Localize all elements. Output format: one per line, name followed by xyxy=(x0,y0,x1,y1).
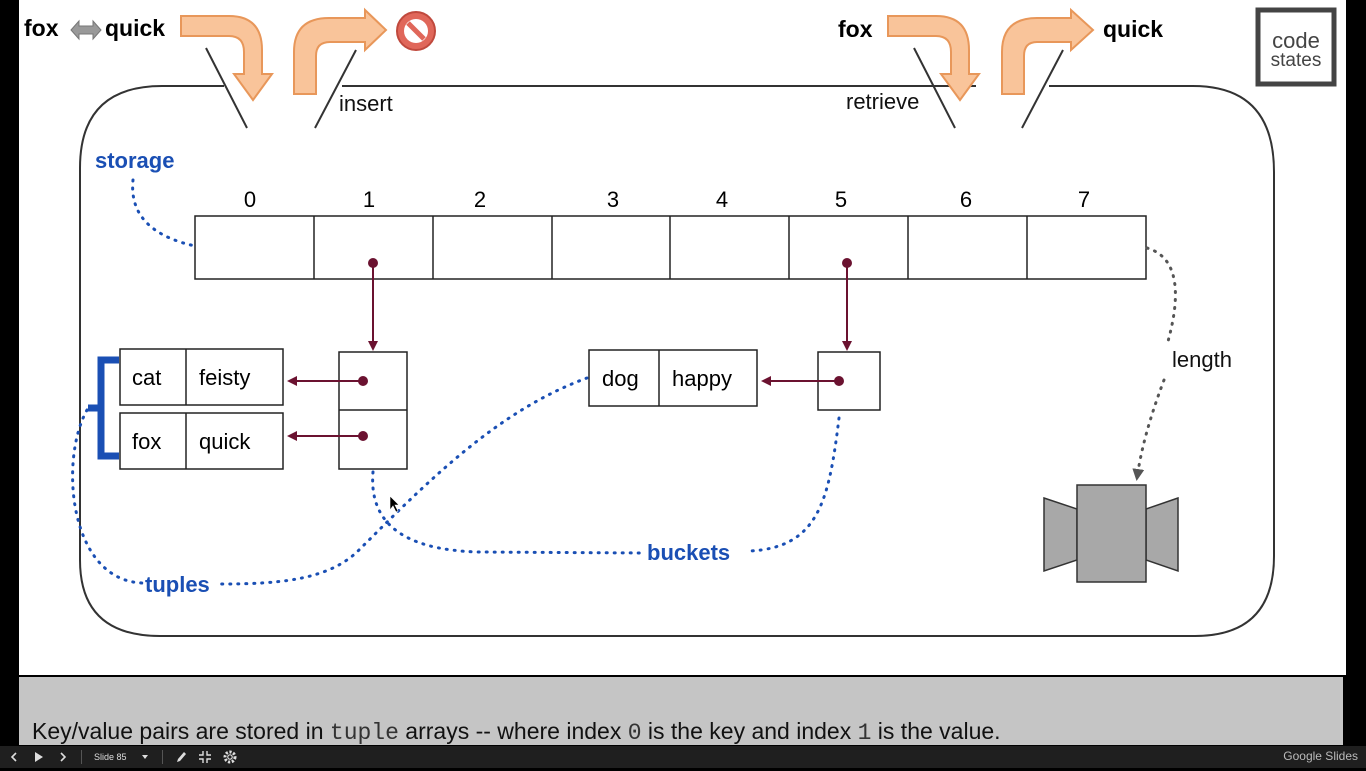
retrieve-up-arrow-icon xyxy=(1001,7,1095,95)
insert-value-text: quick xyxy=(105,15,165,41)
hash-table-boundary xyxy=(79,85,1275,637)
buckets-label: buckets xyxy=(647,540,730,565)
logo-line2: states xyxy=(1271,50,1322,71)
insert-key-text: fox xyxy=(24,15,59,41)
gear-icon[interactable] xyxy=(222,749,238,765)
retrieve-value-text: quick xyxy=(1103,16,1163,42)
tuple-value: quick xyxy=(199,429,251,454)
index-label: 1 xyxy=(363,187,375,212)
index-label: 3 xyxy=(607,187,619,212)
notes-text-part: Key/value pairs are stored in xyxy=(32,718,330,744)
tuple-key: fox xyxy=(132,429,161,454)
storage-indices: 0 1 2 3 4 5 6 7 xyxy=(244,187,1090,212)
insert-down-arrow-icon xyxy=(180,15,274,102)
retrieve-break-left xyxy=(913,47,956,129)
speaker-notes: Key/value pairs are stored in tuple arra… xyxy=(19,677,1343,746)
bucket-index-5 xyxy=(761,351,881,411)
counter-box-icon xyxy=(1043,484,1179,583)
storage-label: storage xyxy=(95,148,174,173)
insert-break-right xyxy=(314,49,357,129)
code-states-logo: code states xyxy=(1255,7,1337,87)
index-label: 0 xyxy=(244,187,256,212)
exit-fullscreen-icon[interactable] xyxy=(198,749,212,765)
logo-line1: code xyxy=(1272,28,1320,53)
bucket-index-1 xyxy=(287,351,408,470)
insert-label: insert xyxy=(339,91,393,116)
retrieve-down-arrow-icon xyxy=(887,15,981,102)
notes-code: tuple xyxy=(329,720,399,746)
tuple-key: dog xyxy=(602,366,639,391)
index-label: 5 xyxy=(835,187,847,212)
tuples-brace xyxy=(88,356,119,460)
retrieve-label: retrieve xyxy=(846,89,919,114)
notes-text-part: arrays -- where index xyxy=(398,718,628,744)
tuple-value: happy xyxy=(672,366,732,391)
tuples-link-left xyxy=(71,408,144,585)
tuple-value: feisty xyxy=(199,365,250,390)
prohibited-icon xyxy=(396,11,436,51)
toolbar-divider xyxy=(81,750,82,764)
index-label: 2 xyxy=(474,187,486,212)
length-label: length xyxy=(1172,347,1232,372)
presentation-toolbar: Slide 85 Google Slides xyxy=(0,746,1366,768)
tuple-fox: fox quick xyxy=(119,412,284,470)
notes-text-part: is the value. xyxy=(871,718,1001,744)
mouse-cursor-icon xyxy=(389,495,400,513)
swap-arrow-icon xyxy=(70,19,102,41)
dropdown-icon[interactable] xyxy=(140,749,150,765)
notes-code: 0 xyxy=(627,720,642,746)
retrieve-break-right xyxy=(1021,49,1064,129)
buckets-link-left xyxy=(371,470,644,555)
prev-icon[interactable] xyxy=(9,749,19,765)
index-label: 7 xyxy=(1078,187,1090,212)
tuple-dog: dog happy xyxy=(588,349,758,407)
notes-code: 1 xyxy=(857,720,872,746)
slide-canvas: fox quick insert fox quick retrieve code… xyxy=(19,0,1346,675)
buckets-link-right xyxy=(747,416,841,553)
storage-array xyxy=(194,215,1147,280)
tuples-label: tuples xyxy=(145,572,210,597)
insert-break-left xyxy=(205,47,248,129)
storage-link xyxy=(131,178,197,248)
tuple-cat: cat feisty xyxy=(119,348,284,406)
length-link xyxy=(1137,246,1177,478)
tuples-link-dog xyxy=(219,376,589,586)
retrieve-key-text: fox xyxy=(838,16,873,42)
hash-table-diagram: fox quick insert fox quick retrieve code… xyxy=(24,7,1337,637)
google-slides-brand: Google Slides xyxy=(1283,749,1358,763)
index-label: 6 xyxy=(960,187,972,212)
notes-text-part: is the key and index xyxy=(641,718,858,744)
play-icon[interactable] xyxy=(33,749,45,765)
notes-text: Key/value pairs are stored in tuple arra… xyxy=(32,718,1001,746)
insert-up-arrow-icon xyxy=(293,7,388,95)
next-icon[interactable] xyxy=(58,749,68,765)
slide-selector[interactable]: Slide 85 xyxy=(94,752,127,762)
index-label: 4 xyxy=(716,187,728,212)
tuple-key: cat xyxy=(132,365,161,390)
toolbar-divider xyxy=(162,750,163,764)
pen-icon[interactable] xyxy=(175,749,187,765)
